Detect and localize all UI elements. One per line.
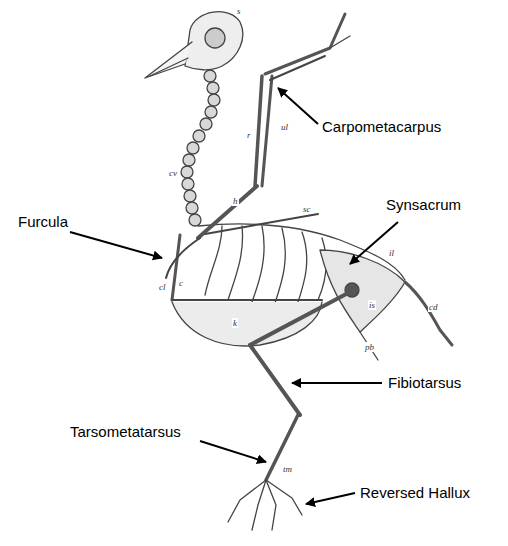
letter-label: cv bbox=[168, 168, 178, 178]
part-label: Reversed Hallux bbox=[360, 484, 470, 502]
letter-label: c bbox=[178, 278, 184, 288]
part-label: Synsacrum bbox=[386, 196, 461, 214]
letter-label: h bbox=[232, 196, 239, 206]
letter-label: is bbox=[368, 300, 376, 310]
letter-label: s bbox=[236, 6, 242, 16]
part-label: Furcula bbox=[18, 213, 68, 231]
letter-label: r bbox=[246, 130, 252, 140]
part-label: Fibiotarsus bbox=[388, 374, 461, 392]
part-label: Carpometacarpus bbox=[322, 118, 441, 136]
letter-label: pb bbox=[364, 342, 375, 352]
letter-label: sc bbox=[302, 204, 312, 214]
letter-label: tm bbox=[282, 464, 293, 474]
letter-label: ul bbox=[280, 122, 289, 132]
letter-label: il bbox=[388, 248, 395, 258]
letter-label: cd bbox=[428, 302, 439, 312]
letter-label: cl bbox=[158, 282, 167, 292]
part-label: Tarsometatarsus bbox=[70, 423, 181, 441]
letter-label: k bbox=[232, 318, 238, 328]
